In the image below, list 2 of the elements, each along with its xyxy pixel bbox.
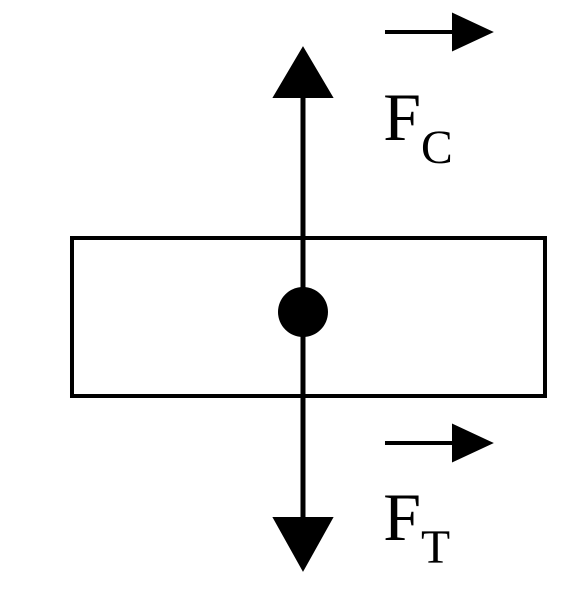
force-label: F$_{C}$ — [385, 95, 450, 164]
force-label: F$_{T}$ — [385, 495, 450, 563]
